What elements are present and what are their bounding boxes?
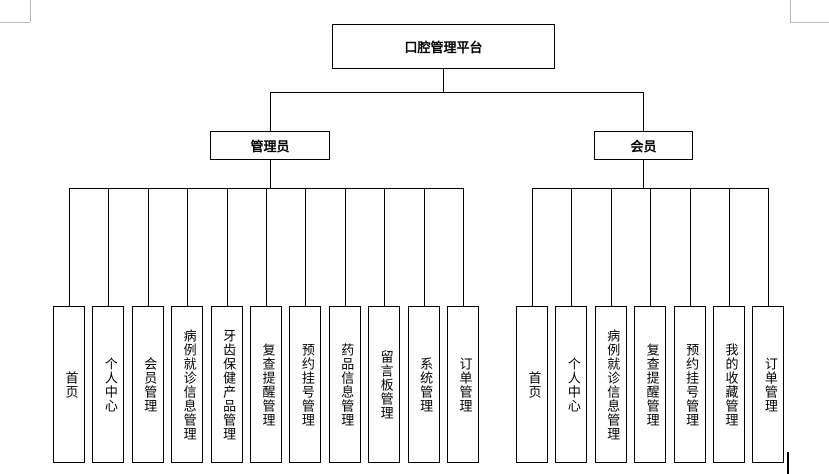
member-leaf-node: 订单管理 <box>752 306 785 463</box>
member-leaf-node: 复查提醒管理 <box>634 306 667 463</box>
connector <box>610 188 612 306</box>
connector <box>689 188 691 306</box>
connector <box>423 188 425 306</box>
admin-leaf-node: 留言板管理 <box>368 306 401 463</box>
connector <box>650 188 652 306</box>
admin-leaf-label: 牙齿保健产品管理 <box>220 328 236 441</box>
crop-mark <box>30 0 31 22</box>
admin-leaf-node: 系统管理 <box>407 306 440 463</box>
connector <box>69 188 70 306</box>
connector <box>768 188 770 306</box>
connector <box>108 188 110 306</box>
connector <box>226 188 228 306</box>
member-leaf-label: 病例就诊信息管理 <box>604 328 620 441</box>
root-label: 口腔管理平台 <box>404 41 483 56</box>
crop-mark <box>790 22 829 23</box>
admin-leaf-node: 会员管理 <box>131 306 164 463</box>
connector <box>270 160 271 188</box>
admin-leaf-node: 订单管理 <box>447 306 479 463</box>
connector <box>384 188 386 306</box>
connector <box>305 188 307 306</box>
connector <box>463 188 464 306</box>
member-leaf-label: 首页 <box>525 370 541 399</box>
member-node: 会员 <box>594 131 693 160</box>
connector <box>270 92 271 131</box>
connector <box>571 188 573 306</box>
admin-leaf-label: 复查提醒管理 <box>259 342 275 427</box>
member-leaf-node: 我的收藏管理 <box>713 306 745 463</box>
admin-leaf-label: 会员管理 <box>141 356 157 413</box>
connector <box>270 92 644 93</box>
admin-leaf-node: 病例就诊信息管理 <box>171 306 204 463</box>
admin-node: 管理员 <box>210 131 330 160</box>
admin-label: 管理员 <box>250 140 290 155</box>
member-leaf-label: 预约挂号管理 <box>683 342 699 427</box>
admin-leaf-label: 系统管理 <box>417 356 433 413</box>
admin-leaf-label: 订单管理 <box>456 356 472 413</box>
member-leaf-node: 个人中心 <box>555 306 588 463</box>
connector <box>443 69 444 92</box>
connector <box>729 188 730 306</box>
crop-mark <box>787 452 789 474</box>
connector <box>532 188 768 189</box>
connector <box>344 188 346 306</box>
member-leaf-label: 订单管理 <box>761 356 777 413</box>
admin-leaf-node: 药品信息管理 <box>328 306 361 463</box>
admin-leaf-label: 首页 <box>62 370 78 399</box>
member-leaf-node: 预约挂号管理 <box>673 306 706 463</box>
admin-leaf-node: 牙齿保健产品管理 <box>210 306 243 463</box>
member-leaf-label: 我的收藏管理 <box>722 342 738 427</box>
connector <box>147 188 149 306</box>
admin-leaf-node: 首页 <box>53 306 85 463</box>
member-label: 会员 <box>630 140 657 155</box>
connector <box>187 188 189 306</box>
admin-leaf-label: 预约挂号管理 <box>298 342 314 427</box>
admin-leaf-node: 预约挂号管理 <box>289 306 322 463</box>
connector <box>643 160 644 188</box>
connector <box>266 188 267 306</box>
member-leaf-label: 个人中心 <box>564 356 580 413</box>
crop-mark <box>0 22 30 23</box>
connector <box>643 92 644 131</box>
admin-leaf-label: 个人中心 <box>101 356 117 413</box>
member-leaf-node: 首页 <box>516 306 548 463</box>
member-leaf-node: 病例就诊信息管理 <box>594 306 627 463</box>
admin-leaf-node: 个人中心 <box>92 306 125 463</box>
crop-mark <box>790 0 791 22</box>
connector <box>532 188 533 306</box>
admin-leaf-label: 留言板管理 <box>377 349 393 420</box>
root-node: 口腔管理平台 <box>332 24 555 69</box>
admin-leaf-label: 病例就诊信息管理 <box>180 328 196 441</box>
member-leaf-label: 复查提醒管理 <box>643 342 659 427</box>
admin-leaf-node: 复查提醒管理 <box>250 306 282 463</box>
admin-leaf-label: 药品信息管理 <box>338 342 354 427</box>
